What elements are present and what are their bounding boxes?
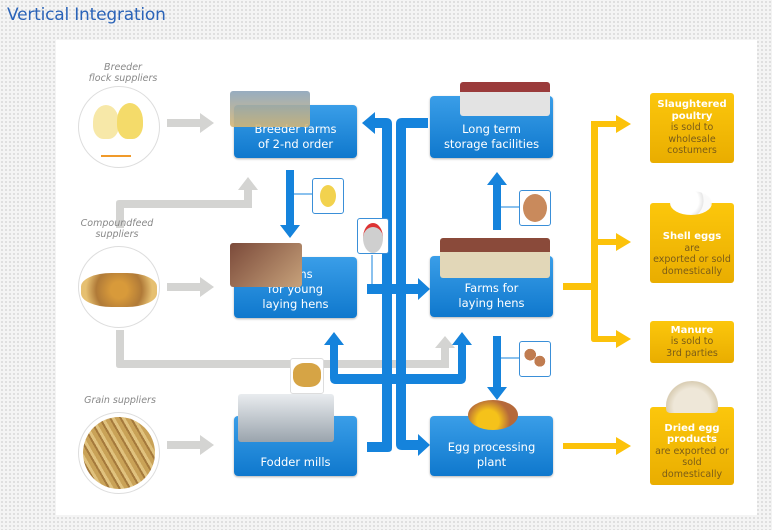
broken-egg-icon: [468, 400, 518, 430]
shell-eggs-icon: [670, 191, 712, 215]
henhouse-icon: [440, 238, 550, 278]
eggs-thumb-icon: [519, 190, 551, 226]
thumb-connectors: [294, 193, 519, 359]
hen-thumb-icon: [357, 218, 389, 254]
arrow-compound-laying: [116, 330, 455, 368]
arrow-grain-fodder: [167, 435, 214, 455]
supplier-label-grain: Grain suppliers: [84, 395, 156, 406]
arrow-breeder-young: [280, 170, 300, 238]
arrow-compound-breeder: [116, 177, 258, 228]
yellow-output-arrows: [563, 115, 631, 455]
box-breeder-farms[interactable]: Breeder farms of 2-nd order: [230, 91, 357, 158]
page-title: Vertical Integration: [7, 5, 166, 25]
feed-thumb-icon: [290, 358, 324, 394]
supplier-label-compound: Compoundfeed suppliers: [80, 218, 154, 240]
feed-icon: [78, 246, 160, 328]
eggs-group-thumb-icon: [519, 341, 551, 377]
grain-icon: [78, 412, 160, 494]
arrow-laying-plant: [487, 336, 507, 400]
arrow-mills-breeder: [362, 112, 392, 452]
box-farms-young[interactable]: Farms for young laying hens: [230, 243, 357, 318]
chicks-icon: [78, 86, 160, 168]
arrow-young-laying: [367, 278, 430, 300]
box-farms-laying[interactable]: Farms for laying hens: [430, 238, 553, 317]
gray-supplier-arrows: [116, 113, 455, 455]
blue-flow-arrows: [280, 112, 507, 456]
warehouse-icon: [460, 82, 550, 116]
arrow-breeder-supplier: [167, 113, 214, 133]
box-fodder-mills[interactable]: Fodder mills: [234, 394, 357, 476]
silo-icon: [238, 394, 334, 442]
box-storage[interactable]: Long term storage facilities: [430, 82, 553, 158]
arrow-laying-storage: [487, 172, 507, 230]
powder-icon: [666, 381, 718, 413]
farm-building-icon: [230, 243, 302, 287]
arrow-storage-plant: [396, 118, 430, 456]
arrow-compound-young: [167, 277, 214, 297]
chick-thumb-icon: [312, 178, 344, 214]
arrow-mills-young-laying: [324, 332, 472, 384]
building-icon: [230, 91, 310, 127]
box-egg-plant[interactable]: Egg processing plant: [430, 400, 553, 476]
